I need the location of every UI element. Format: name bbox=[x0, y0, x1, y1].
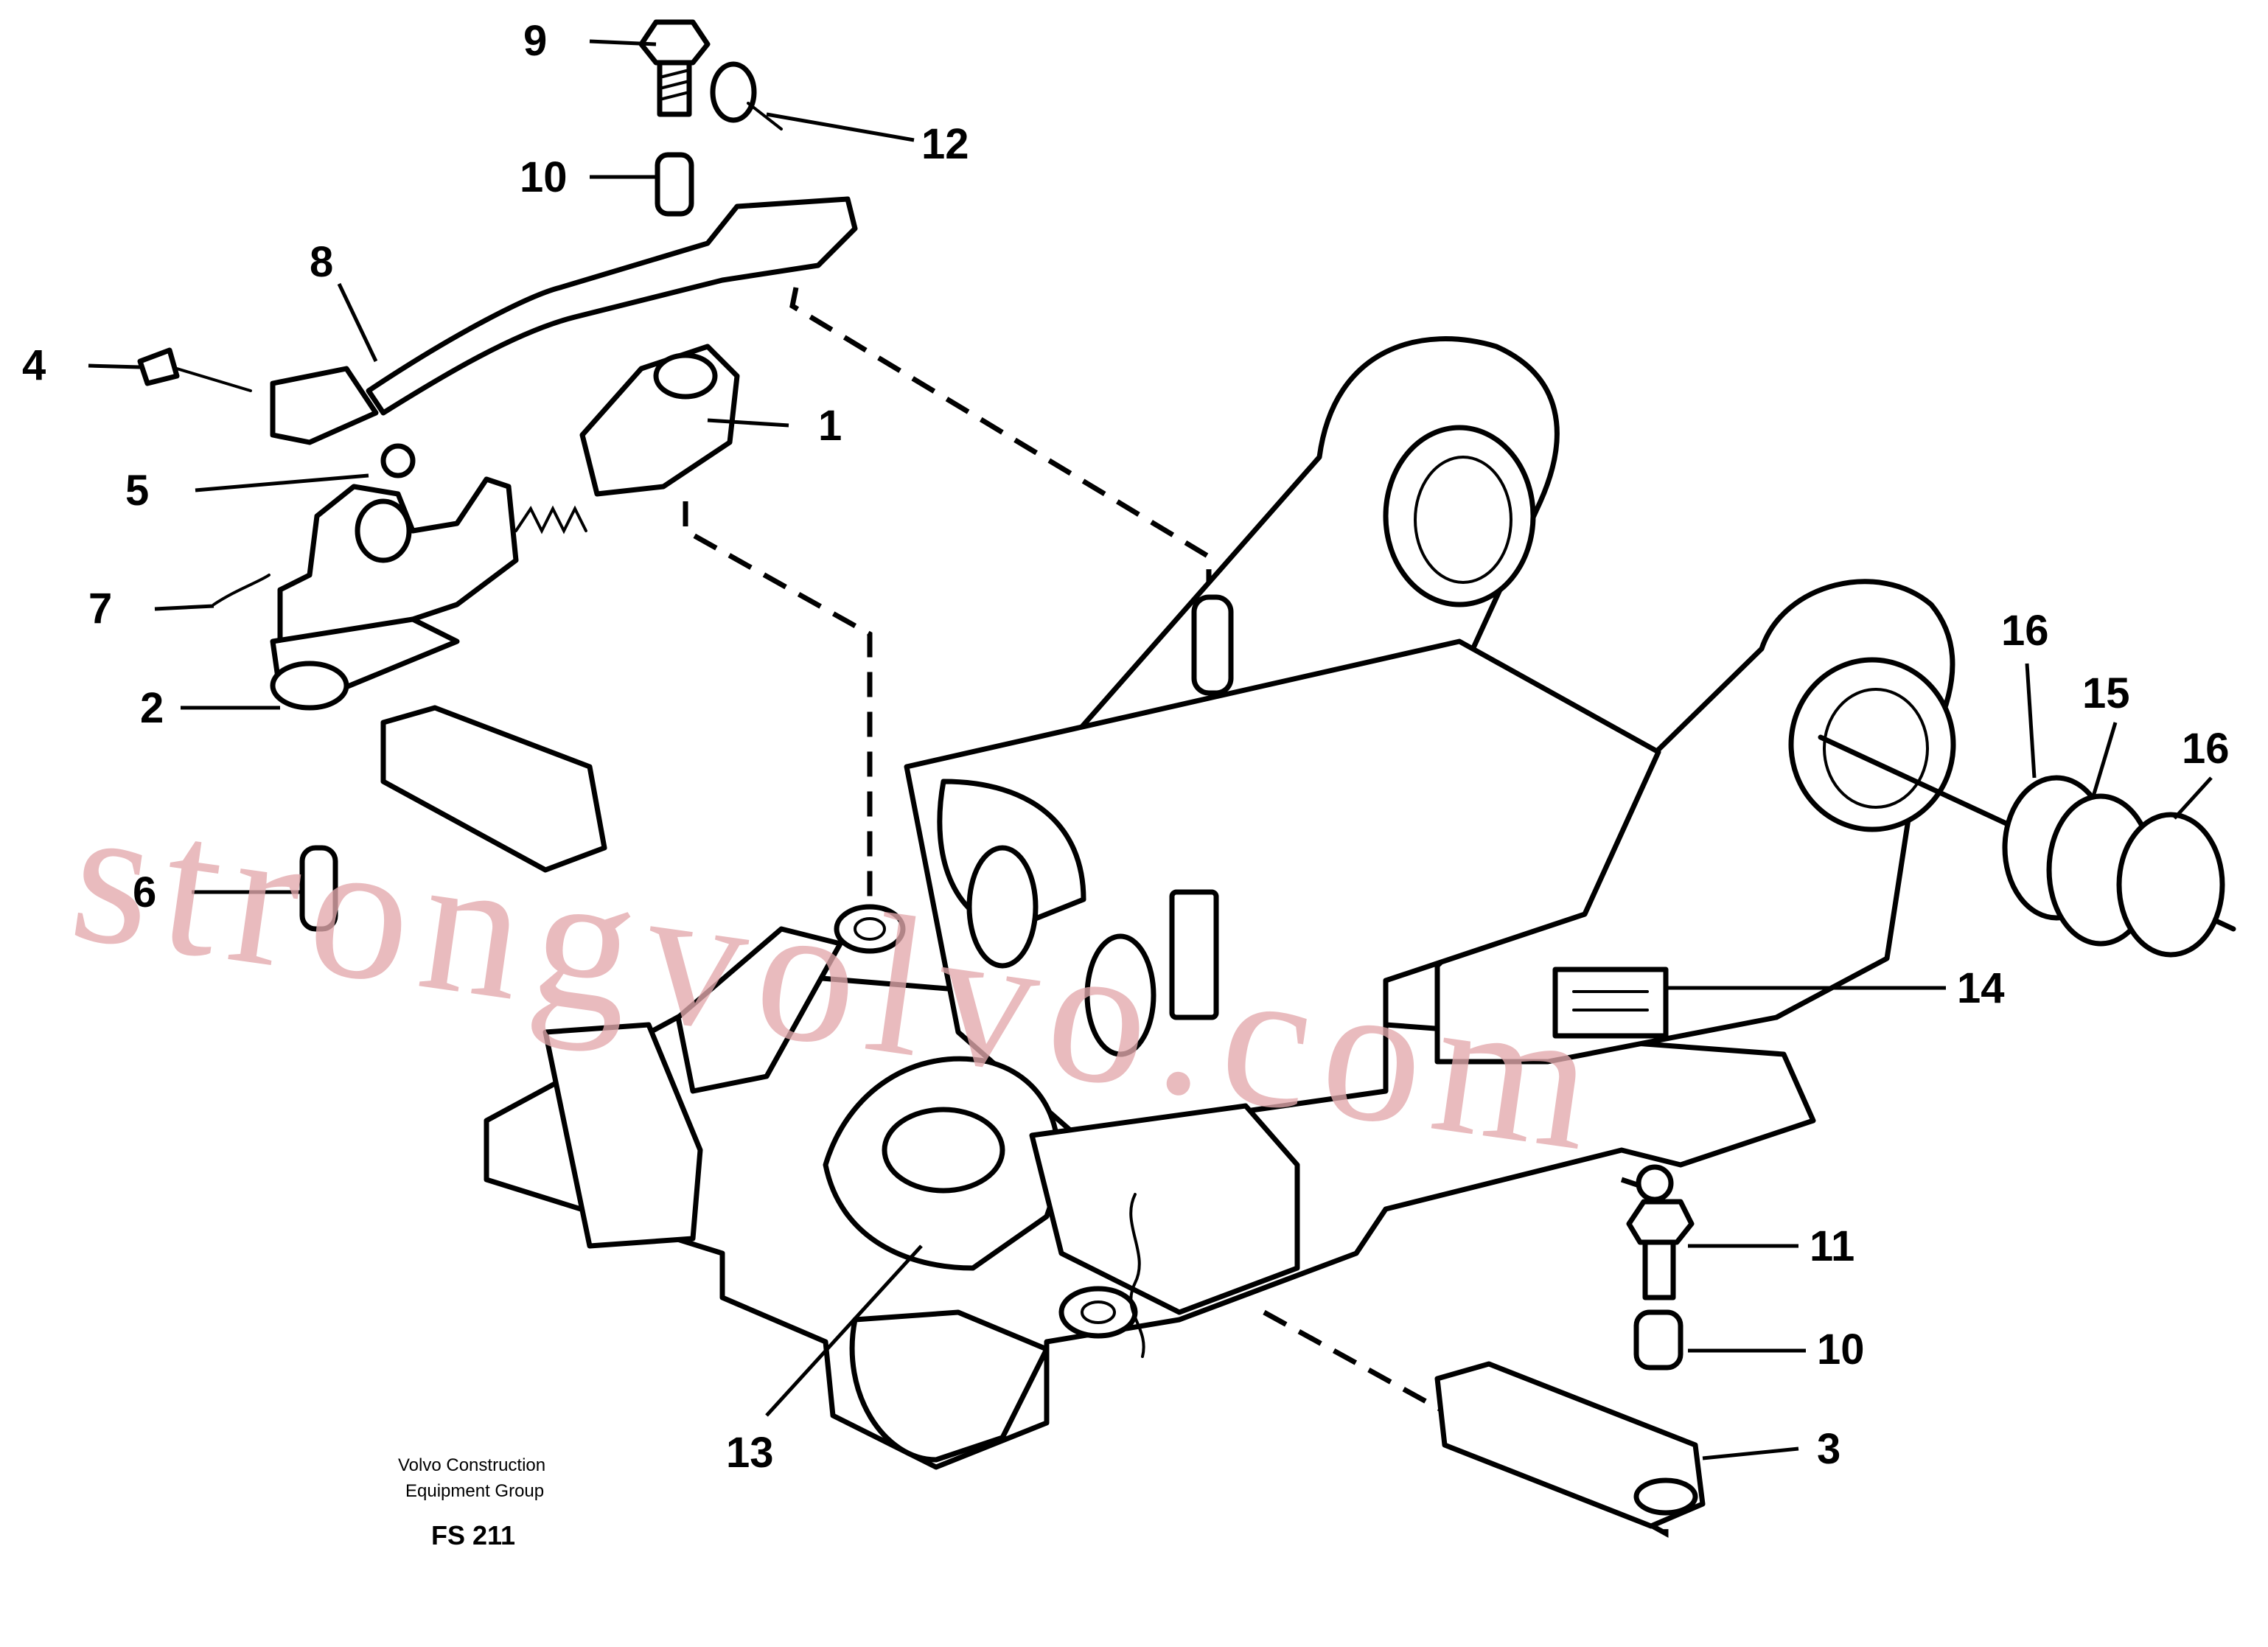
callout-label: 1 bbox=[818, 402, 842, 450]
callout-label: 10 bbox=[1817, 1326, 1865, 1373]
coupler-frame bbox=[484, 336, 1956, 1470]
lower-right-parts bbox=[1434, 1164, 1706, 1529]
callout-label: 15 bbox=[2082, 669, 2130, 717]
callout-label: 13 bbox=[726, 1429, 774, 1477]
callout-label: 7 bbox=[88, 585, 112, 633]
axle-assembly bbox=[1818, 734, 2236, 958]
callout-label: 4 bbox=[22, 341, 46, 389]
callout-label: 14 bbox=[1957, 964, 2005, 1012]
callout-label: 2 bbox=[140, 684, 164, 732]
callout-label: 8 bbox=[310, 238, 333, 286]
callout-label: 16 bbox=[2182, 725, 2230, 773]
footer-line-2: Equipment Group bbox=[405, 1481, 544, 1501]
lock-mechanism bbox=[137, 196, 858, 932]
callout-label: 10 bbox=[520, 153, 568, 201]
callout-label: 3 bbox=[1817, 1425, 1840, 1473]
callout-label: 11 bbox=[1810, 1222, 1854, 1270]
callout-label: 5 bbox=[125, 467, 149, 515]
callout-labels: 9 12 10 8 4 1 5 7 2 6 16 15 16 14 11 10 … bbox=[22, 17, 2230, 1477]
leader-lines bbox=[88, 39, 2213, 1460]
callout-label: 16 bbox=[2001, 607, 2049, 655]
callout-label: 6 bbox=[133, 868, 156, 916]
footer-code: FS 211 bbox=[431, 1520, 515, 1550]
callout-label: 12 bbox=[921, 120, 969, 168]
callout-label: 9 bbox=[523, 17, 547, 65]
top-fasteners bbox=[638, 19, 783, 217]
footer-line-1: Volvo Construction bbox=[398, 1455, 545, 1475]
